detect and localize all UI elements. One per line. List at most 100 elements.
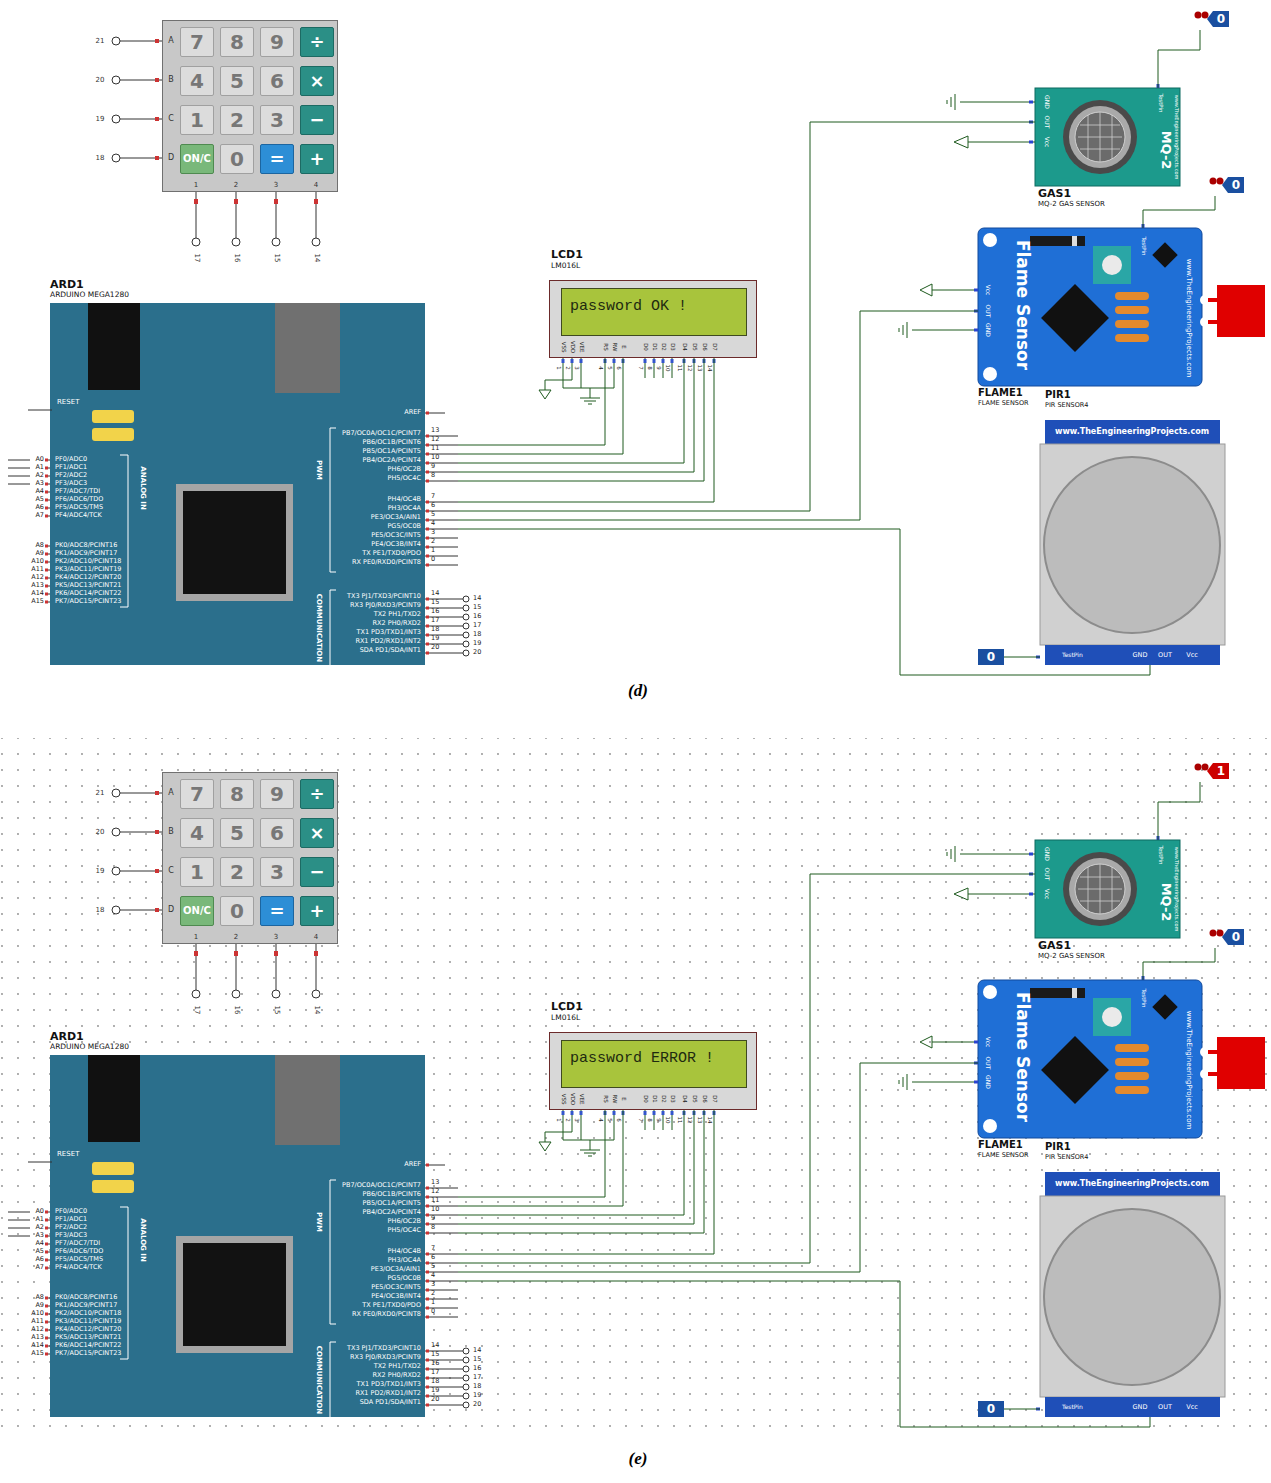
pin-label: 20 — [473, 1401, 481, 1408]
pin-label: RX2 PH0/RXD2 — [373, 620, 421, 627]
pin-label: TestPin — [1062, 1404, 1083, 1410]
pin-label: VDD — [569, 341, 575, 353]
part-heading: FLAME1 — [978, 1140, 1023, 1150]
keypad-wiring — [232, 238, 240, 246]
pin-label: A10 — [31, 1310, 44, 1317]
arduino-board — [120, 428, 336, 665]
pin-label: A5 — [35, 1248, 44, 1255]
flame-sensor-module — [899, 224, 1265, 386]
key-label: 7 — [180, 779, 214, 809]
pin-label: 2 — [234, 934, 238, 941]
probe-state: 1 — [1213, 763, 1229, 779]
figure-caption: (e) — [629, 1450, 648, 1467]
wire — [1158, 30, 1200, 88]
pin-label: PK5/ADC13/PCINT21 — [55, 1334, 121, 1341]
pin-label: 17 — [431, 1369, 439, 1376]
pin-label: 18 — [431, 1378, 439, 1385]
pin-label: MQ-2 — [1160, 131, 1173, 170]
pin-label: 15 — [473, 604, 481, 611]
pin-label: 18 — [96, 155, 105, 162]
pin-label: OUT — [985, 305, 991, 318]
pin-label: RESET — [57, 399, 79, 406]
arduino-board — [426, 413, 429, 653]
keypad-wiring — [192, 238, 200, 246]
key-label: 2 — [220, 105, 254, 135]
pin-label: A9 — [35, 550, 44, 557]
pin-label: PB7/OC0A/OC1C/PCINT7 — [342, 1182, 421, 1189]
pin-label: A8 — [35, 542, 44, 549]
pin-label: D4 — [681, 343, 687, 351]
pin-label: 15 — [431, 1351, 439, 1358]
lcd-wiring — [645, 358, 672, 378]
pin-label: 1 — [555, 366, 561, 370]
pin-label: COMMUNICATION — [315, 594, 322, 662]
probe-dot — [1210, 930, 1217, 937]
key-label: 3 — [260, 105, 294, 135]
pin-label: PK7/ADC15/PCINT23 — [55, 598, 121, 605]
pin-label: PH6/OC2B — [388, 1218, 421, 1225]
pin-label: AREF — [404, 409, 421, 416]
pin-label: A2 — [35, 472, 44, 479]
pin-label: 12 — [431, 1188, 439, 1195]
part-heading: ARDUINO MEGA1280 — [50, 1043, 129, 1051]
gas-sensor-module — [1035, 88, 1180, 186]
pin-label: A15 — [31, 1350, 44, 1357]
probe-state: 0 — [1228, 177, 1244, 193]
arduino-board — [45, 460, 48, 602]
pin-label: A — [168, 789, 173, 797]
pin-label: Flame Sensor — [1014, 992, 1031, 1122]
pin-label: PK3/ADC11/PCINT19 — [55, 566, 121, 573]
pin-label: 2 — [431, 1290, 435, 1297]
pin-label: E — [620, 345, 626, 348]
keypad-wiring — [112, 154, 120, 162]
lcd-wiring — [563, 358, 614, 404]
keypad-wiring — [112, 37, 120, 45]
key-label: 9 — [260, 779, 294, 809]
pin-label: 19 — [96, 116, 105, 123]
flame-sensor-module — [1115, 292, 1149, 300]
pin-label: www.TheEngineeringProjects.com — [1055, 428, 1209, 436]
gas-sensor-module — [1029, 84, 1158, 142]
wire — [1004, 657, 1040, 658]
part-heading: LM016L — [551, 262, 580, 270]
pin-label: PK4/ADC12/PCINT20 — [55, 1326, 121, 1333]
pin-label: D7 — [711, 343, 717, 351]
probe-dot — [1217, 178, 1224, 185]
pin-label: PWM — [315, 460, 322, 480]
pin-label: RW — [611, 1094, 617, 1103]
pin-label: 6 — [431, 1254, 435, 1261]
keypad-wiring — [312, 238, 320, 246]
pin-label: A0 — [35, 456, 44, 463]
pin-label: 8 — [431, 1224, 435, 1231]
part-heading: MQ-2 GAS SENSOR — [1038, 953, 1105, 960]
pin-label: D — [168, 906, 174, 914]
probe-tag — [1207, 11, 1229, 27]
pin-label: 19 — [431, 1387, 439, 1394]
pin-label: RX3 PJ0/RXD3/PCINT9 — [350, 602, 421, 609]
arduino-board — [88, 303, 140, 390]
key-label: 1 — [180, 857, 214, 887]
pin-label: 14 — [706, 365, 712, 372]
wire — [458, 122, 1035, 511]
wire — [458, 358, 623, 454]
pin-label: SDA PD1/SDA/INT1 — [360, 1399, 421, 1406]
pin-label: 9 — [655, 366, 661, 370]
pin-label: 16 — [233, 254, 240, 263]
pir-sensor: PIR1PIR SENSOR4 — [1040, 420, 1225, 665]
probe-tag — [1222, 177, 1244, 193]
pin-label: RX PE0/RXD0/PCINT8 — [352, 1311, 421, 1318]
pin-label: OUT — [1158, 1404, 1172, 1411]
pin-label: TX PE1/TXD0/PDO — [362, 1302, 421, 1309]
pin-label: PB7/OC0A/OC1C/PCINT7 — [342, 430, 421, 437]
pin-label: A11 — [31, 1318, 44, 1325]
pin-label: A6 — [35, 1256, 44, 1263]
pin-label: 16 — [473, 613, 481, 620]
pin-label: 1 — [194, 934, 198, 941]
pin-label: PF5/ADC5/TMS — [55, 504, 103, 511]
pin-label: PE3/OC3A/AIN1 — [371, 514, 421, 521]
wire — [1158, 782, 1200, 840]
pin-label: 17 — [193, 254, 200, 263]
pin-label: Vcc — [985, 285, 991, 296]
pin-label: 13 — [696, 365, 702, 372]
pin-label: A12 — [31, 574, 44, 581]
